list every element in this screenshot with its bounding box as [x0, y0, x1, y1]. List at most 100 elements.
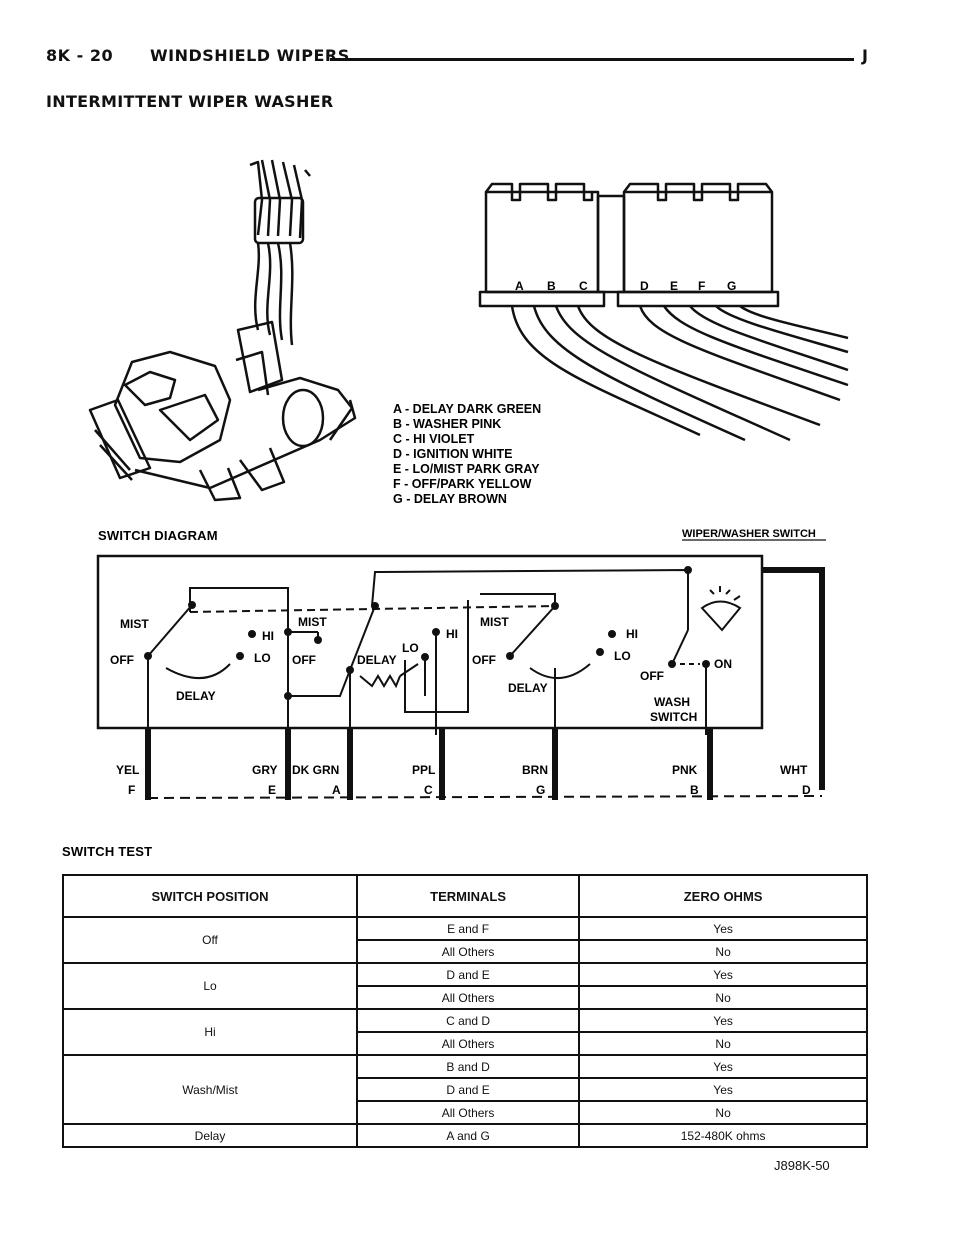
label-on: ON — [714, 657, 732, 671]
label-off: OFF — [640, 669, 664, 683]
switch-test-table: SWITCH POSITION TERMINALS ZERO OHMS Off … — [61, 874, 868, 1148]
switch-position-cell: Off — [61, 916, 359, 964]
terminal-letter: B — [690, 783, 699, 797]
zero-ohms-cell: Yes — [578, 962, 868, 987]
label-wash: WASH — [654, 695, 690, 709]
terminal-letter: A — [332, 783, 341, 797]
label-hi: HI — [446, 627, 458, 641]
zero-ohms-cell: Yes — [578, 1054, 868, 1079]
terminal-letter: G — [536, 783, 545, 797]
terminal-letter: F — [128, 783, 135, 797]
wire-color-legend: A - DELAY DARK GREEN B - WASHER PINK C -… — [393, 402, 541, 506]
pin-label: F — [698, 279, 705, 293]
switch-diagram-labels: MIST OFF HI LO DELAY MIST OFF DELAY LO H… — [110, 615, 732, 724]
terminal-letter: C — [424, 783, 433, 797]
terminals-cell: E and F — [356, 916, 581, 941]
pin-label: B — [547, 279, 556, 293]
legend-item: A - DELAY DARK GREEN — [393, 402, 541, 416]
pin-label: C — [579, 279, 588, 293]
connector-pin-labels: A B C D E F G — [515, 279, 736, 293]
label-hi: HI — [262, 629, 274, 643]
table-row: All Others No — [63, 939, 868, 964]
zero-ohms-cell: No — [578, 939, 868, 964]
label-delay: DELAY — [357, 653, 397, 667]
wire-color: GRY — [252, 763, 278, 777]
label-mist: MIST — [120, 617, 149, 631]
wire-color: WHT — [780, 763, 808, 777]
zero-ohms-cell: No — [578, 1100, 868, 1125]
table-row: All Others No — [63, 985, 868, 1010]
wire-color: PPL — [412, 763, 435, 777]
wiring-illustration: A B C D E F G A - DELAY DARK GREEN B - W… — [62, 159, 849, 859]
legend-item: D - IGNITION WHITE — [393, 447, 512, 461]
pin-label: A — [515, 279, 524, 293]
switch-position-cell: Delay — [61, 1123, 359, 1148]
figure-id: J898K-50 — [774, 1158, 830, 1173]
table-row: D and E Yes — [63, 1077, 868, 1102]
switch-diagram-title: SWITCH DIAGRAM — [98, 528, 218, 543]
wire-color: DK GRN — [292, 763, 339, 777]
label-off: OFF — [472, 653, 496, 667]
label-lo: LO — [614, 649, 631, 663]
terminal-letter: E — [268, 783, 276, 797]
terminals-cell: All Others — [356, 939, 581, 964]
zero-ohms-cell: Yes — [578, 1008, 868, 1033]
terminals-cell: D and E — [356, 962, 581, 987]
wire-color: YEL — [116, 763, 139, 777]
table-row: Hi C and D Yes — [61, 1008, 868, 1056]
label-delay: DELAY — [176, 689, 216, 703]
switch-assembly-drawing — [88, 159, 357, 502]
legend-item: C - HI VIOLET — [393, 432, 475, 446]
zero-ohms-cell: Yes — [578, 1077, 868, 1102]
page-header-section: 8K - 20 — [46, 46, 114, 65]
table-row: Delay A and G 152-480K ohms — [61, 1123, 868, 1148]
zero-ohms-cell: No — [578, 985, 868, 1010]
label-lo: LO — [402, 641, 419, 655]
connector-drawing — [478, 182, 849, 442]
zero-ohms-cell: 152-480K ohms — [578, 1123, 868, 1148]
legend-item: E - LO/MIST PARK GRAY — [393, 462, 540, 476]
table-row: Wash/Mist B and D Yes — [61, 1054, 868, 1125]
terminals-cell: A and G — [356, 1123, 581, 1148]
table-row: All Others No — [63, 1100, 868, 1125]
page-header-title: WINDSHIELD WIPERS — [150, 46, 350, 65]
pin-label: E — [670, 279, 678, 293]
legend-item: F - OFF/PARK YELLOW — [393, 477, 532, 491]
switch-position-cell: Lo — [61, 962, 359, 1010]
table-row: Lo D and E Yes — [61, 962, 868, 1010]
pin-label: G — [727, 279, 736, 293]
switch-position-cell: Wash/Mist — [61, 1054, 359, 1125]
label-lo: LO — [254, 651, 271, 665]
label-delay: DELAY — [508, 681, 548, 695]
terminals-cell: All Others — [356, 1031, 581, 1056]
table-header-row: SWITCH POSITION TERMINALS ZERO OHMS — [61, 874, 868, 918]
legend-item: B - WASHER PINK — [393, 417, 501, 431]
label-switch: SWITCH — [650, 710, 697, 724]
page-header-right: J — [862, 46, 868, 65]
legend-item: G - DELAY BROWN — [393, 492, 507, 506]
pin-label: D — [640, 279, 649, 293]
switch-diagram-right-title: WIPER/WASHER SWITCH — [682, 528, 816, 540]
table-row: Off E and F Yes — [61, 916, 868, 964]
switch-test-title: SWITCH TEST — [62, 844, 152, 859]
wire-color: BRN — [522, 763, 548, 777]
wire-color-labels: YEL GRY DK GRN PPL BRN PNK WHT F E A C G… — [116, 763, 811, 797]
section-subtitle: INTERMITTENT WIPER WASHER — [46, 92, 334, 111]
switch-position-cell: Hi — [61, 1008, 359, 1056]
column-header: SWITCH POSITION — [61, 874, 359, 918]
label-off: OFF — [110, 653, 134, 667]
label-mist: MIST — [298, 615, 327, 629]
wire-color: PNK — [672, 763, 698, 777]
label-hi: HI — [626, 627, 638, 641]
header-rule — [330, 58, 854, 61]
label-mist: MIST — [480, 615, 509, 629]
zero-ohms-cell: Yes — [578, 916, 868, 941]
column-header: TERMINALS — [356, 874, 581, 918]
terminals-cell: D and E — [356, 1077, 581, 1102]
switch-diagram-schematic — [96, 554, 825, 800]
terminals-cell: All Others — [356, 985, 581, 1010]
terminal-letter: D — [802, 783, 811, 797]
terminals-cell: All Others — [356, 1100, 581, 1125]
table-row: All Others No — [63, 1031, 868, 1056]
label-off: OFF — [292, 653, 316, 667]
